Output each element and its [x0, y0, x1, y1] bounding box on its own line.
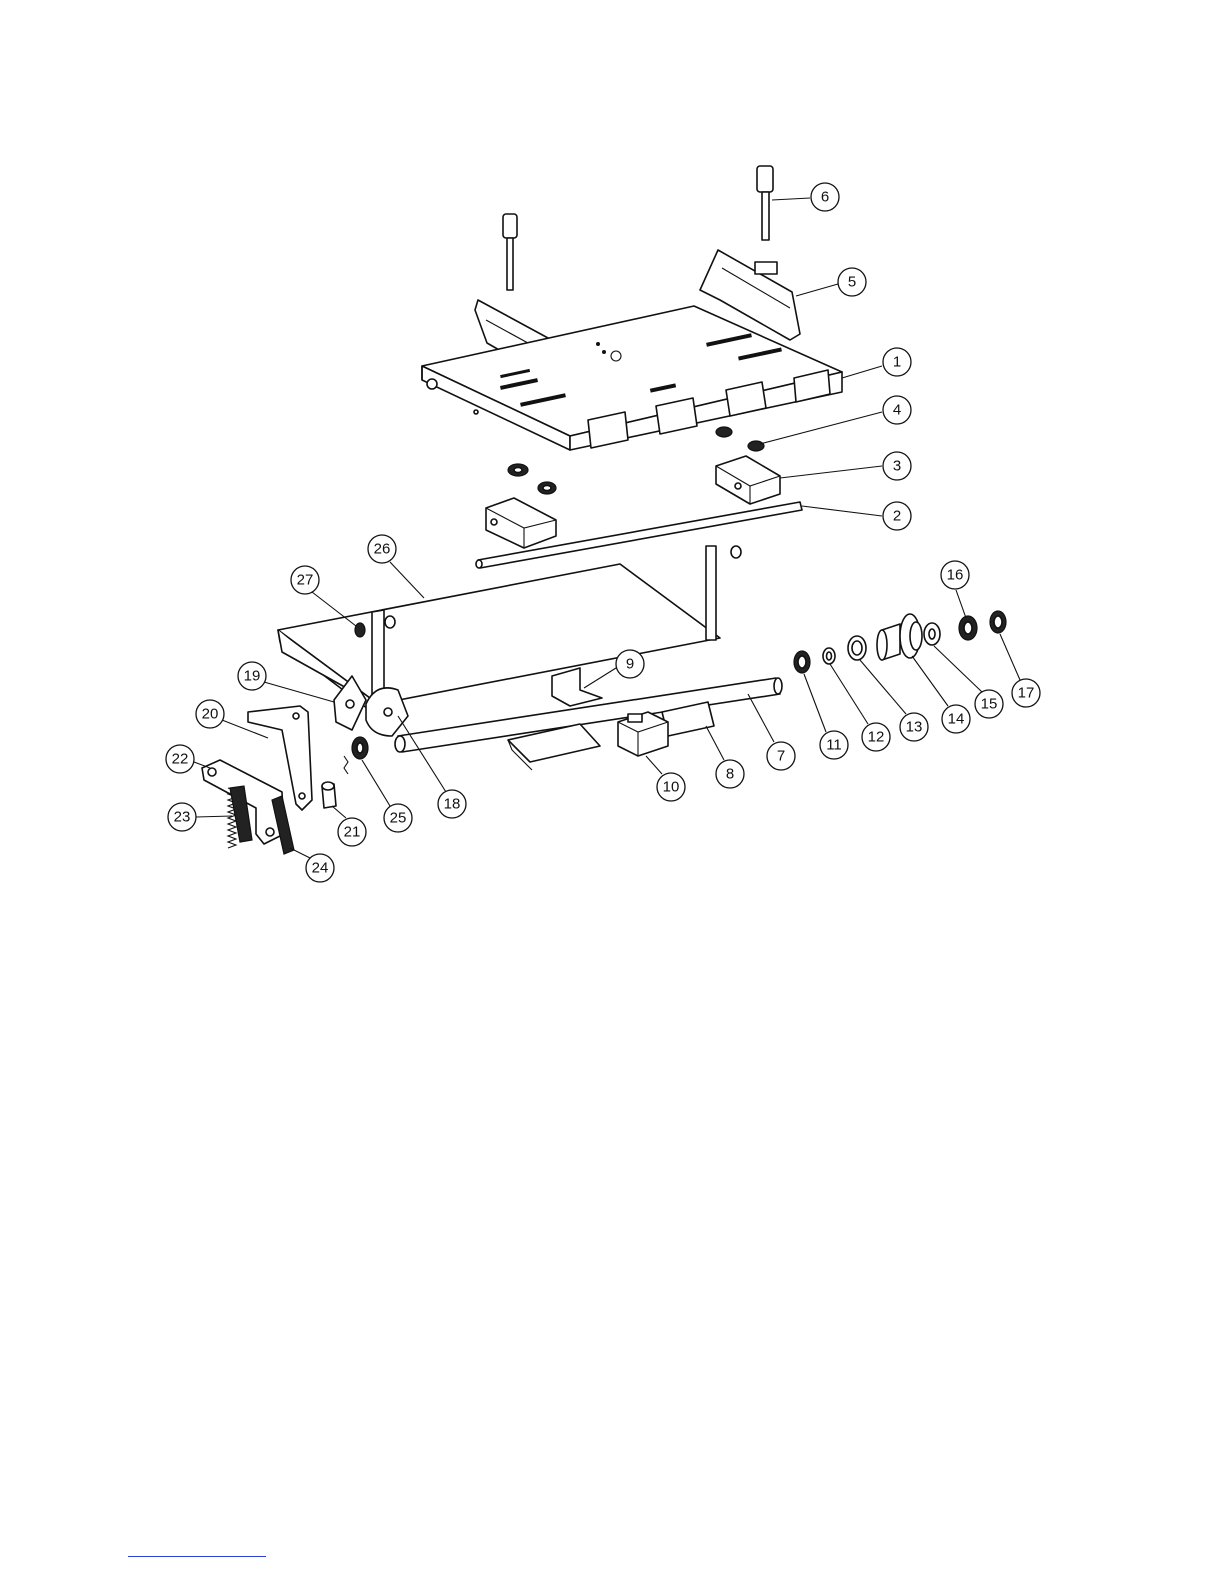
screw — [355, 623, 365, 637]
callout-label: 3 — [893, 458, 901, 475]
callout-label: 15 — [981, 696, 998, 713]
bearing — [794, 651, 810, 673]
callout-label: 16 — [947, 567, 964, 584]
callout-label: 20 — [202, 706, 219, 723]
nut-end — [959, 616, 977, 640]
footer-rule — [128, 1556, 266, 1557]
small-bracket — [552, 668, 602, 706]
cap-end — [990, 611, 1006, 633]
callout-label: 1 — [893, 354, 901, 371]
callout-label: 27 — [297, 572, 314, 589]
bushing — [322, 782, 336, 808]
washer-large — [924, 623, 940, 645]
callout-label: 23 — [174, 809, 191, 826]
callout-label: 19 — [244, 668, 261, 685]
callout-label: 12 — [868, 729, 885, 746]
callout-label: 6 — [821, 189, 829, 206]
callout-label: 9 — [626, 656, 634, 673]
mount-block-left — [486, 498, 556, 548]
callout-label: 8 — [726, 766, 734, 783]
callout-label: 7 — [777, 748, 785, 765]
switch-box — [618, 712, 668, 756]
callout-label: 10 — [663, 779, 680, 796]
pin-left — [503, 214, 517, 290]
callout-label: 25 — [390, 810, 407, 827]
small-pin — [344, 737, 368, 774]
callout-label: 5 — [848, 274, 856, 291]
callout-label: 18 — [444, 796, 461, 813]
callout-label: 24 — [312, 860, 329, 877]
washer-small — [823, 648, 835, 664]
callout-label: 22 — [172, 751, 189, 768]
callout-label: 14 — [948, 711, 965, 728]
callout-label: 17 — [1018, 685, 1035, 702]
mount-block-right — [716, 456, 780, 504]
callout-label: 4 — [893, 402, 901, 419]
spacer — [848, 636, 866, 660]
pulley — [877, 614, 922, 660]
callout-label: 26 — [374, 541, 391, 558]
callout-label: 13 — [906, 719, 923, 736]
callout-label: 2 — [893, 508, 901, 525]
callout-label: 21 — [344, 824, 361, 841]
pin-right — [757, 166, 773, 240]
callout-label: 11 — [826, 737, 842, 754]
